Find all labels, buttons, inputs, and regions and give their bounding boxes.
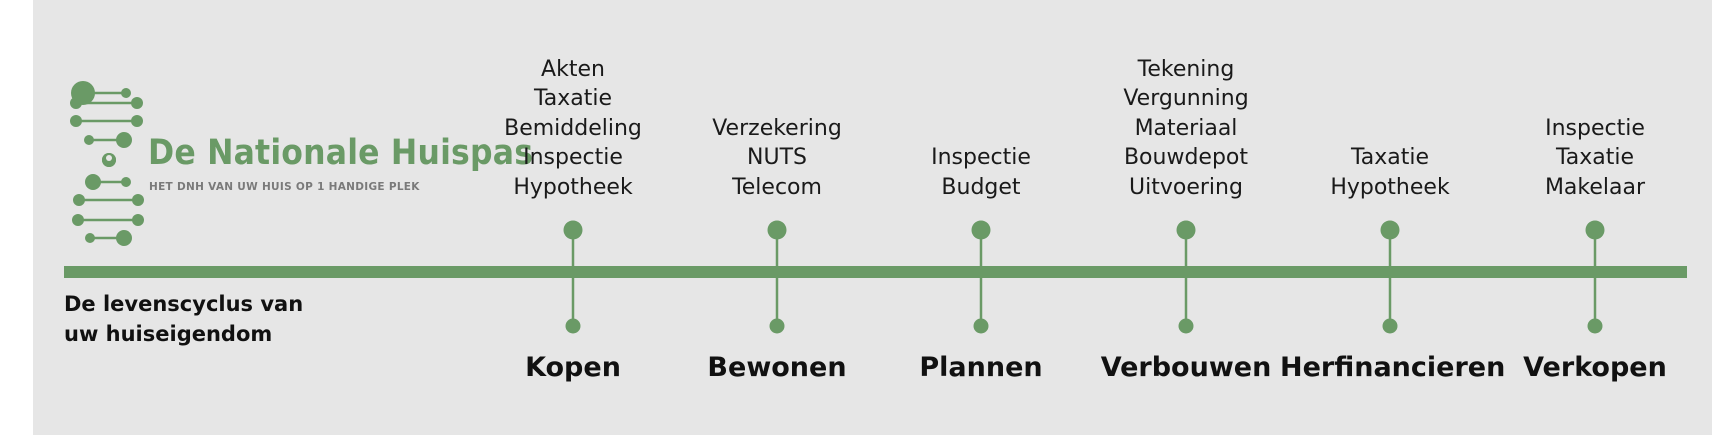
keyhole-icon bbox=[106, 155, 112, 161]
dna-node bbox=[131, 115, 143, 127]
phase-item: Inspectie bbox=[931, 145, 1031, 170]
phase-item: Telecom bbox=[732, 174, 822, 200]
phase-item: Bemiddeling bbox=[504, 115, 642, 141]
lifecycle-label-line-2: uw huiseigendom bbox=[64, 322, 273, 346]
phase-marker-top bbox=[1380, 220, 1400, 240]
phase-marker-top bbox=[767, 220, 787, 240]
phase-marker-bottom bbox=[973, 318, 989, 334]
lifecycle-label-line-1: De levenscyclus van bbox=[64, 292, 304, 316]
phase-item: Inspectie bbox=[523, 145, 623, 170]
phase-item: Inspectie bbox=[1545, 115, 1645, 141]
phase-label: Bewonen bbox=[707, 352, 847, 383]
logo-tagline: HET DNH VAN UW HUIS OP 1 HANDIGE PLEK bbox=[149, 181, 420, 193]
dna-node bbox=[116, 230, 132, 246]
dna-node bbox=[72, 214, 84, 226]
dna-node bbox=[121, 177, 131, 187]
dna-node bbox=[73, 194, 85, 206]
dna-node bbox=[84, 135, 94, 145]
phase-item: Uitvoering bbox=[1129, 174, 1243, 200]
phase-item: NUTS bbox=[747, 145, 807, 170]
phase-item: Hypotheek bbox=[1330, 174, 1450, 200]
phase-label: Verkopen bbox=[1523, 352, 1667, 383]
phase-marker-top bbox=[971, 220, 991, 240]
logo-title: De Nationale Huispas bbox=[148, 133, 534, 173]
phase-item: Tekening bbox=[1137, 56, 1235, 82]
timeline-markers bbox=[563, 220, 1605, 334]
phase-item: Taxatie bbox=[1555, 145, 1635, 170]
phase-item: Hypotheek bbox=[513, 174, 633, 200]
dna-node bbox=[131, 97, 143, 109]
phase-item: Budget bbox=[941, 174, 1021, 200]
phase-item: Vergunning bbox=[1123, 86, 1249, 111]
dna-node bbox=[85, 174, 101, 190]
phase-item: Materiaal bbox=[1134, 115, 1238, 141]
phase-marker-bottom bbox=[1382, 318, 1398, 334]
phase-item: Akten bbox=[541, 56, 605, 82]
dna-node bbox=[70, 115, 82, 127]
phase-item: Taxatie bbox=[1350, 145, 1430, 170]
dna-node bbox=[85, 233, 95, 243]
phase-label: Kopen bbox=[525, 352, 621, 383]
phase-marker-bottom bbox=[769, 318, 785, 334]
phase-item: Makelaar bbox=[1544, 174, 1646, 200]
dna-node bbox=[132, 194, 144, 206]
phase-marker-top bbox=[1176, 220, 1196, 240]
phase-marker-top bbox=[563, 220, 583, 240]
phase-label: Verbouwen bbox=[1100, 352, 1272, 383]
phase-marker-bottom bbox=[565, 318, 581, 334]
phase-label: Herfinancieren bbox=[1280, 352, 1506, 383]
dna-node bbox=[132, 214, 144, 226]
dna-node bbox=[116, 132, 132, 148]
phase-marker-bottom bbox=[1178, 318, 1194, 334]
phase-label: Plannen bbox=[919, 352, 1043, 383]
phase-item: Verzekering bbox=[712, 115, 842, 141]
timeline-axis bbox=[64, 266, 1687, 278]
dna-logo-icon bbox=[70, 81, 144, 246]
phase-marker-bottom bbox=[1587, 318, 1603, 334]
timeline-panel bbox=[33, 0, 1712, 435]
phase-item: Taxatie bbox=[533, 86, 613, 111]
dna-node bbox=[70, 97, 82, 109]
dna-node bbox=[121, 88, 131, 98]
phase-marker-top bbox=[1585, 220, 1605, 240]
phase-item: Bouwdepot bbox=[1123, 145, 1249, 170]
lifecycle-label: De levenscyclus van uw huiseigendom bbox=[64, 289, 303, 349]
